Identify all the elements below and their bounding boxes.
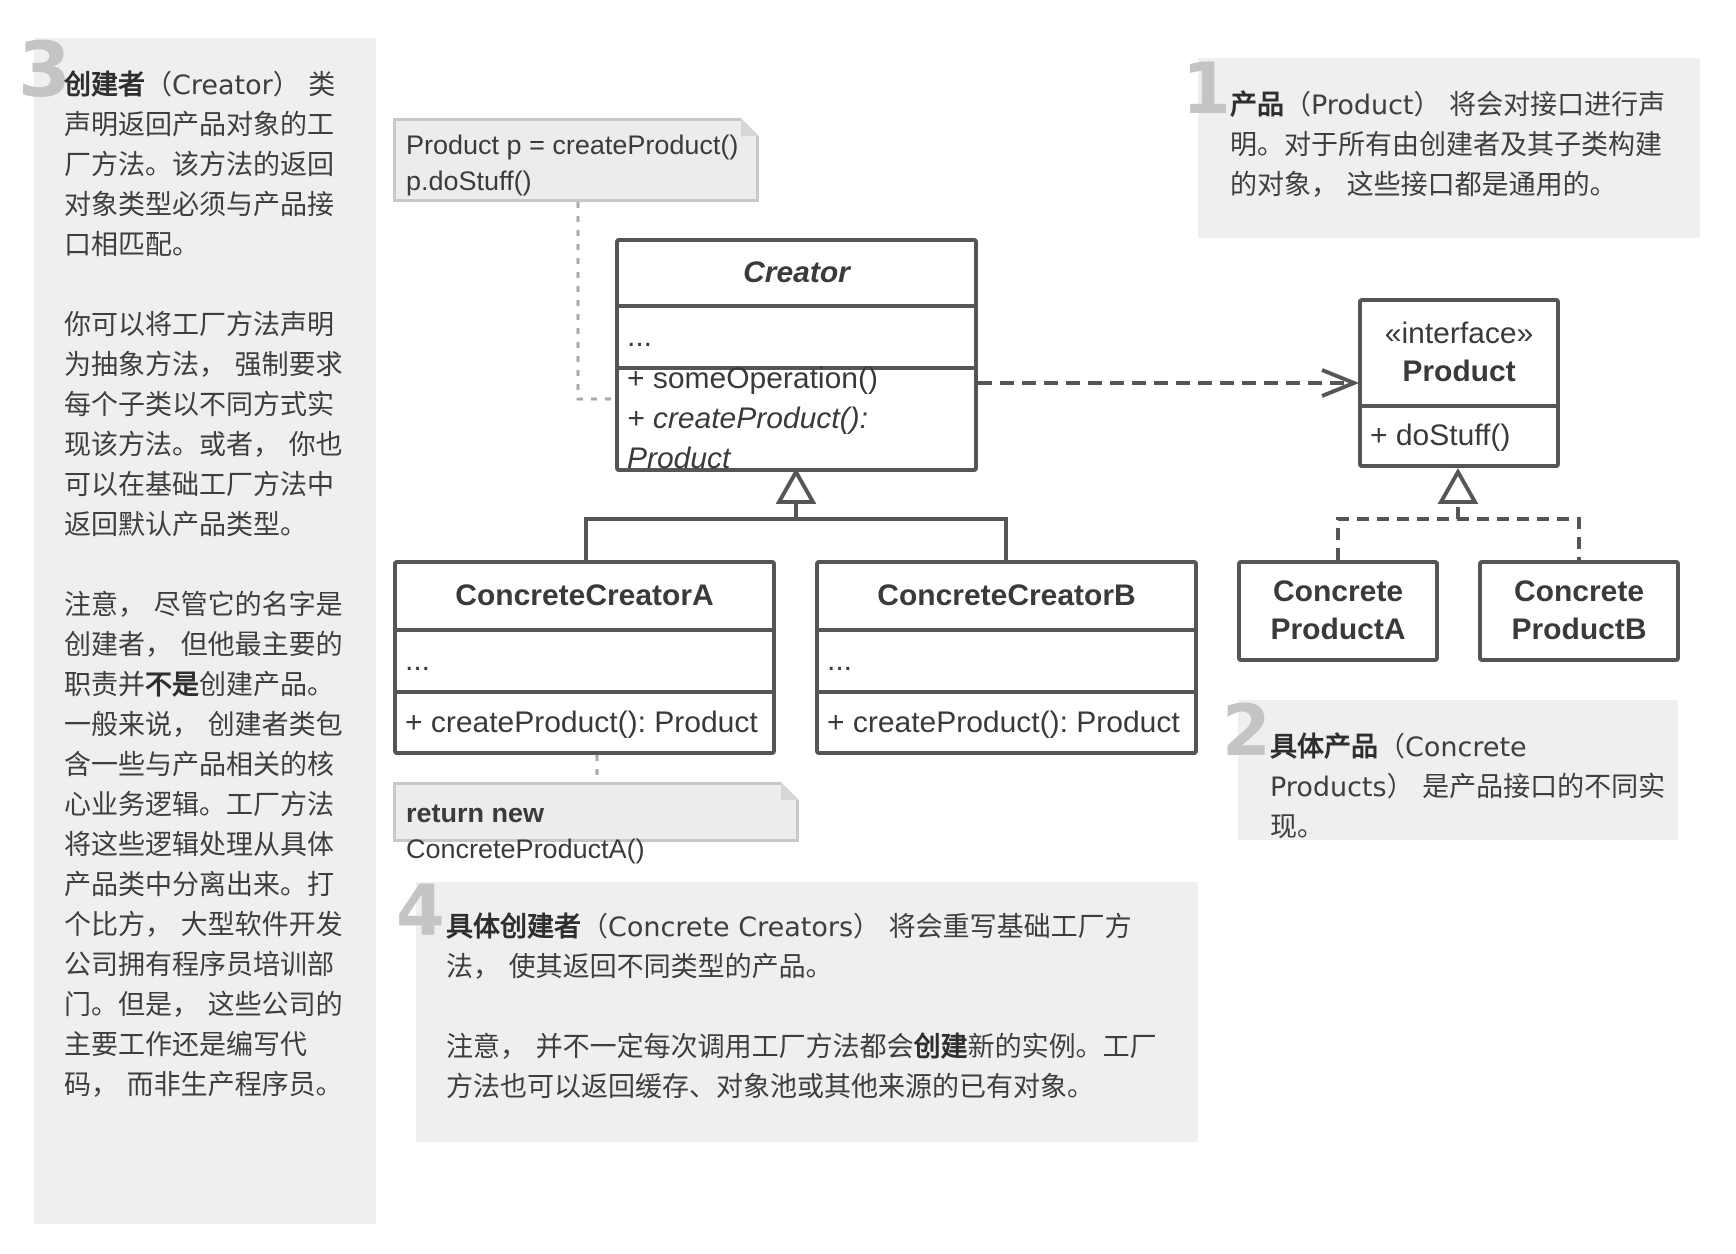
creator-para-3-bold: 不是	[145, 670, 199, 701]
concrete-creators-description-text: 具体创建者（Concrete Creators） 将会重写基础工厂方法， 使其返…	[446, 908, 1176, 1108]
class-name: Creator	[743, 256, 850, 289]
panel-concrete-products-description	[1238, 700, 1678, 840]
concrete-creator-b-name-section: ConcreteCreatorB	[819, 564, 1194, 628]
class-concrete-product-b: Concrete ProductB	[1478, 560, 1680, 662]
creator-note-line2: p.doStuff()	[406, 166, 532, 196]
creator-description-text: 创建者（Creator） 类声明返回产品对象的工厂方法。该方法的返回对象类型必须…	[64, 66, 354, 1106]
class-concrete-creator-a: ConcreteCreatorA ... + createProduct(): …	[393, 560, 776, 755]
concrete-creator-a-name-section: ConcreteCreatorA	[397, 564, 772, 628]
concrete-creator-code-note: return new ConcreteProductA()	[393, 782, 799, 864]
interface-stereotype: «interface»	[1384, 317, 1534, 350]
class-concrete-product-a: Concrete ProductA	[1237, 560, 1439, 662]
dependency-arrowhead	[1321, 368, 1360, 398]
creator-fields-section: ...	[619, 304, 974, 366]
concrete-creators-para-2-bold: 创建	[913, 1032, 968, 1063]
note-link-creator	[576, 202, 615, 401]
method-create-product: + createProduct(): Product	[827, 705, 1180, 739]
class-fields: ...	[627, 320, 653, 353]
panel-product-description	[1198, 58, 1700, 238]
creator-code-note: Product p = createProduct() p.doStuff()	[393, 118, 759, 202]
class-name: ConcreteCreatorA	[455, 579, 714, 612]
concrete-creator-a-methods-section: + createProduct(): Product	[397, 690, 772, 751]
method-create-product: + createProduct(): Product	[405, 705, 758, 739]
class-creator: Creator ... + someOperation() + createPr…	[615, 238, 978, 475]
concrete-products-title: 具体产品	[1270, 732, 1378, 763]
concrete-creators-title: 具体创建者	[446, 912, 581, 943]
method-do-stuff: + doStuff()	[1370, 419, 1511, 452]
step-number-1: 1	[1182, 48, 1231, 130]
interface-name: Product	[1402, 355, 1516, 388]
panel-concrete-creators-description	[416, 882, 1198, 1142]
creator-title-rest: （Creator） 类声明返回产品对象的工厂方法。该方法的返回对象类型必须与产品…	[64, 70, 336, 261]
creator-note-line1: Product p = createProduct()	[406, 130, 739, 160]
step-number-2: 2	[1222, 690, 1271, 772]
class-name-line1: Concrete	[1513, 575, 1645, 608]
creator-para-3a: 注意， 尽管它的名字是创建者， 但他最主要的职责并	[64, 590, 343, 701]
concrete-creator-a-fields-section: ...	[397, 628, 772, 690]
concrete-creators-text: （Concrete Creators） 将会重写基础工厂方法， 使其返回不同类型…	[446, 912, 1132, 983]
step-number-4: 4	[396, 870, 445, 952]
inheritance-lines-creators	[584, 502, 1008, 560]
product-description-text: 产品（Product） 将会对接口进行声明。对于所有由创建者及其子类构建的对象，…	[1230, 86, 1682, 206]
concrete-creator-b-methods-section: + createProduct(): Product	[819, 690, 1194, 751]
step-number-3: 3	[18, 25, 71, 114]
creator-name-section: Creator	[619, 242, 974, 304]
method-some-operation: + someOperation()	[627, 362, 878, 395]
note-fold-corner	[781, 782, 799, 800]
product-name-section: «interface» Product	[1362, 302, 1556, 404]
concrete-creators-para-2a: 注意， 并不一定每次调用工厂方法都会	[446, 1032, 914, 1063]
class-name: ConcreteCreatorB	[877, 579, 1136, 612]
concrete-creators-para-2b: 新的实例。工厂方法也可以返回缓存、对象池或其他来源的已有对象。	[446, 1032, 1157, 1103]
creator-title: 创建者	[64, 70, 145, 101]
concrete-creator-b-fields-section: ...	[819, 628, 1194, 690]
concrete-product-a-name-section: Concrete ProductA	[1241, 564, 1435, 658]
product-text: （Product） 将会对接口进行声明。对于所有由创建者及其子类构建的对象， 这…	[1230, 90, 1666, 201]
product-methods-section: + doStuff()	[1362, 404, 1556, 464]
concrete-note-rest: ConcreteProductA()	[406, 834, 645, 864]
concrete-products-description-text: 具体产品（Concrete Products） 是产品接口的不同实现。	[1270, 728, 1670, 848]
note-fold-corner	[741, 118, 759, 136]
class-name-line2: ProductA	[1270, 613, 1406, 646]
class-name-line2: ProductB	[1511, 613, 1647, 646]
realization-triangle-product	[1437, 467, 1479, 504]
creator-para-3b: 创建产品。一般来说， 创建者类包含一些与产品相关的核心业务逻辑。工厂方法将这些逻…	[64, 670, 343, 1101]
interface-product: «interface» Product + doStuff()	[1358, 298, 1560, 468]
panel-creator-description	[34, 38, 376, 1224]
concrete-note-keyword: return new	[406, 798, 545, 828]
creator-para-2: 你可以将工厂方法声明为抽象方法， 强制要求每个子类以不同方式实现该方法。或者， …	[64, 310, 343, 541]
method-create-product: + createProduct(): Product	[627, 402, 868, 475]
class-concrete-creator-b: ConcreteCreatorB ... + createProduct(): …	[815, 560, 1198, 755]
inheritance-triangle-creator	[775, 467, 817, 504]
class-fields: ...	[405, 644, 431, 677]
class-name-line1: Concrete	[1272, 575, 1404, 608]
realization-lines-products	[1336, 502, 1581, 560]
product-title: 产品	[1230, 90, 1284, 121]
class-fields: ...	[827, 644, 853, 677]
creator-methods-section: + someOperation() + createProduct(): Pro…	[619, 362, 974, 475]
concrete-product-b-name-section: Concrete ProductB	[1482, 564, 1676, 658]
concrete-products-text: （Concrete Products） 是产品接口的不同实现。	[1270, 732, 1666, 843]
